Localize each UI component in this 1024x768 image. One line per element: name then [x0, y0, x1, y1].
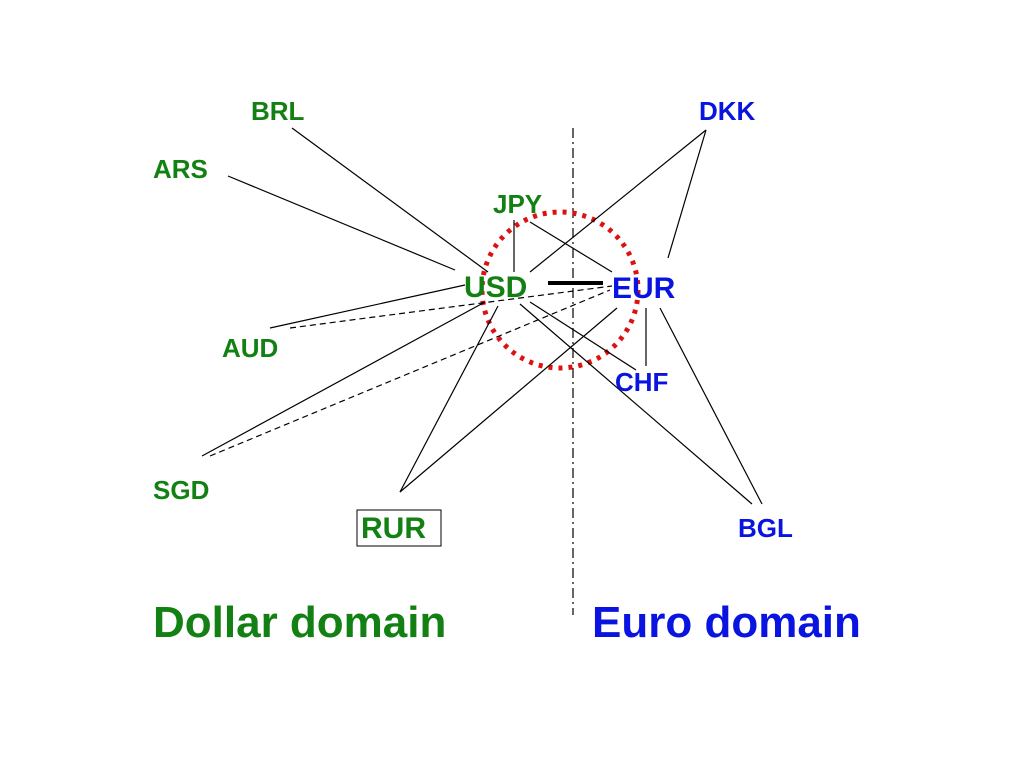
rur-box	[356, 509, 442, 547]
link-dkk-usd	[529, 129, 707, 273]
link-dkk-eur	[667, 129, 707, 259]
link-aud-usd	[269, 284, 466, 329]
link-jpy-eur	[529, 221, 613, 273]
link-usd-bgl	[519, 303, 753, 505]
label-usd: USD	[464, 271, 527, 304]
label-bgl: BGL	[738, 513, 793, 543]
dashed-links	[209, 285, 613, 457]
label-eur: EUR	[612, 272, 676, 305]
label-brl: BRL	[251, 96, 305, 126]
label-ars: ARS	[153, 154, 208, 184]
label-dkk: DKK	[699, 96, 756, 126]
link-brl-usd	[291, 127, 489, 273]
solid-links	[201, 127, 763, 505]
link-eur-bgl	[659, 307, 763, 505]
core-circle	[479, 209, 641, 371]
label-rur: RUR	[361, 512, 426, 545]
dollar-domain-title: Dollar domain	[153, 598, 446, 647]
link-usd-chf	[529, 301, 637, 371]
link-sgd-usd	[201, 301, 486, 457]
label-sgd: SGD	[153, 475, 209, 505]
label-chf: CHF	[615, 367, 668, 397]
dashed-link-aud-eur	[289, 285, 613, 329]
label-aud: AUD	[222, 333, 278, 363]
dashed-link-sgd-eur	[209, 289, 611, 457]
link-ars-usd	[227, 175, 456, 271]
link-rur-eur	[399, 307, 618, 493]
link-rur-usd	[399, 305, 499, 493]
label-jpy: JPY	[493, 189, 542, 219]
euro-domain-title: Euro domain	[592, 598, 861, 647]
